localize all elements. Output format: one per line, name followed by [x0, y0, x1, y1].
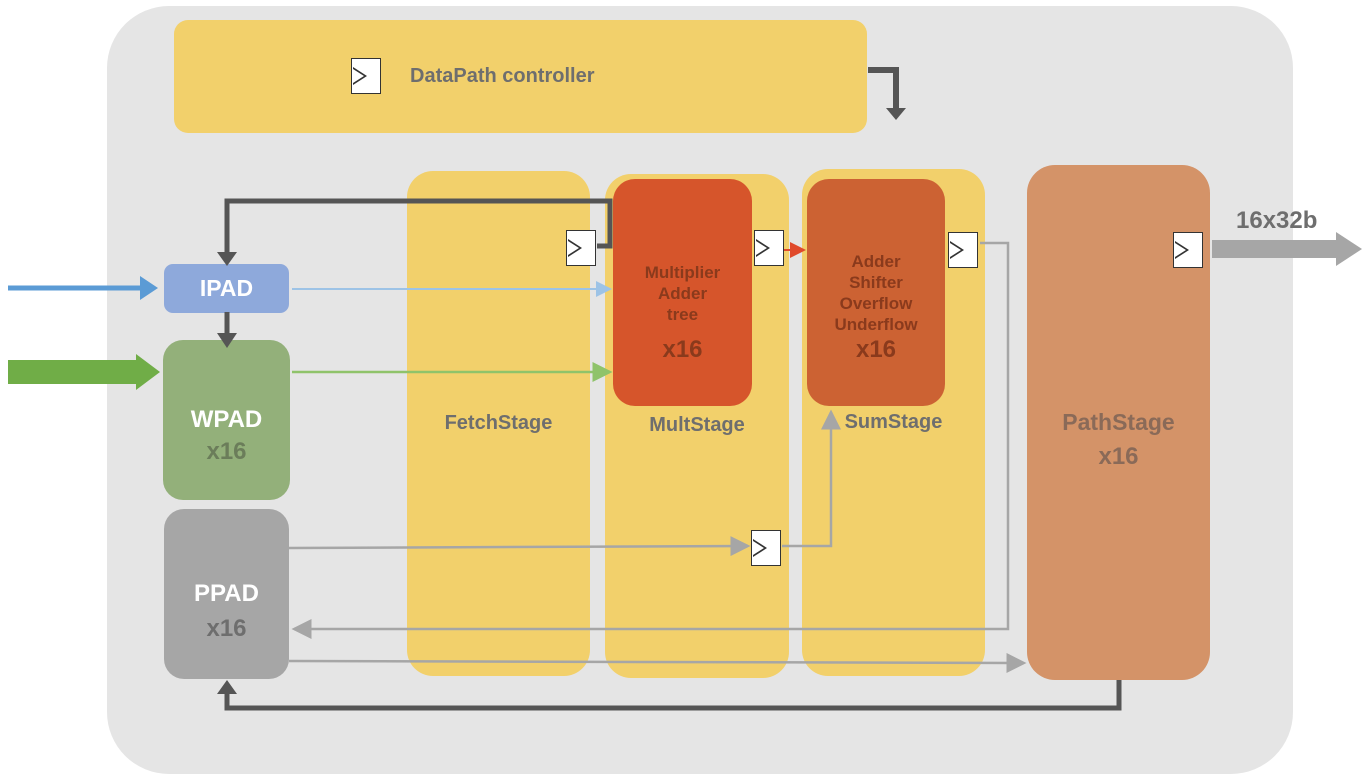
- datapath-controller: [174, 20, 867, 133]
- mult-register-icon: [754, 230, 784, 266]
- sum-unit-line-4: Underflow: [834, 315, 918, 334]
- mult-unit-count: x16: [662, 336, 703, 363]
- controller-output-wire: [868, 67, 899, 110]
- wpad-label: WPAD: [190, 406, 263, 433]
- ipad-block: [164, 264, 289, 313]
- adder-shifter-unit: [807, 179, 945, 406]
- fetch-stage-label: FetchStage: [444, 412, 553, 434]
- ppad-to-sum-wire: [288, 536, 751, 557]
- ipad-label: IPAD: [199, 275, 254, 301]
- mult-unit-line-3: tree: [666, 305, 699, 324]
- mult-unit-line-1: Multiplier: [644, 263, 721, 282]
- sum-unit-line-3: Overflow: [839, 294, 913, 313]
- wpad-count: x16: [206, 438, 247, 465]
- path-register-icon: [1173, 232, 1203, 268]
- path-stage-count: x16: [1098, 443, 1139, 470]
- mult-stage-label: MultStage: [649, 414, 745, 436]
- sum-unit-line-1: Adder: [851, 252, 901, 271]
- sum-stage-label: SumStage: [844, 411, 943, 433]
- sum-register-icon: [948, 232, 978, 268]
- wpad-block: [163, 340, 290, 500]
- fetch-stage: [407, 171, 590, 676]
- controller-register-icon: [351, 58, 381, 94]
- path-to-ppad-feedback-wire: [224, 680, 1122, 711]
- mult-unit-line-2: Adder: [657, 284, 708, 303]
- ppad-block: [164, 509, 289, 679]
- output-width-label: 16x32b: [1236, 207, 1318, 234]
- sum-to-ppad-feedback-wire: [291, 241, 1010, 639]
- ppad-register-icon: [751, 530, 781, 566]
- sum-unit-line-2: Shifter: [849, 273, 903, 292]
- ppad-label: PPAD: [194, 580, 259, 607]
- path-stage-label: PathStage: [1062, 409, 1175, 435]
- ppad-count: x16: [206, 615, 247, 642]
- ppad-to-path-wire: [288, 652, 1027, 673]
- fetch-register-icon: [566, 230, 596, 266]
- sum-unit-count: x16: [855, 336, 897, 363]
- mult-feedback-wire: [224, 198, 613, 254]
- controller-label: DataPath controller: [410, 65, 595, 87]
- multiplier-adder-tree-unit: [613, 179, 752, 406]
